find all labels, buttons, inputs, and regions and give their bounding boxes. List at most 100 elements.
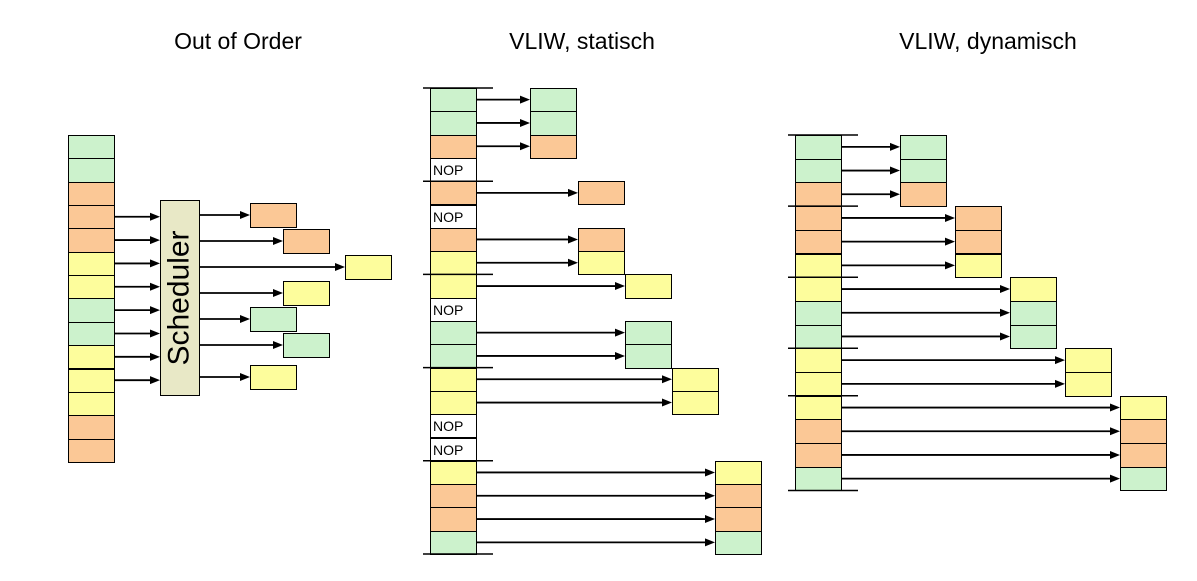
arrow-head [890,190,900,199]
scheduled-slot-box [625,321,672,346]
scheduled-slot-box [250,307,297,332]
instruction-box [430,344,477,369]
instruction-box [430,460,477,486]
scheduled-slot-box [715,484,762,509]
arrow-head [150,259,160,268]
arrow-head [945,237,955,246]
scheduled-slot-box [625,274,672,299]
instruction-box [68,368,115,393]
arrow-head [1110,450,1120,459]
instruction-box [430,181,477,206]
instruction-box [68,205,115,230]
nop-box: NOP [430,297,477,322]
instruction-box [795,277,842,302]
instruction-box [795,372,842,397]
scheduled-slot-box [1120,395,1167,421]
instruction-box [795,253,842,279]
instruction-box [68,345,115,370]
scheduled-slot-box [955,229,1002,255]
scheduled-slot-box [250,365,297,390]
scheduled-slot-box [715,460,762,486]
instruction-box [430,274,477,299]
arrow-head [615,351,625,360]
instruction-box [795,395,842,421]
scheduled-slot-box [715,530,762,555]
arrow-head [1110,427,1120,436]
arrow-head [150,376,160,385]
arrow-head [273,289,283,297]
instruction-box [68,275,115,300]
instruction-box [430,367,477,392]
instruction-box [430,227,477,253]
scheduled-slot-box [900,182,947,208]
instruction-box [795,300,842,326]
scheduled-slot-box [1010,324,1057,350]
scheduled-slot-box [283,333,330,358]
arrow-head [705,538,715,547]
scheduled-slot-box [578,251,625,276]
instruction-box [68,158,115,183]
arrow-head [568,258,578,267]
arrow-head [520,95,530,104]
arrow-head [890,166,900,175]
arrow-head [945,261,955,270]
instruction-box [430,507,477,532]
arrow-head [705,515,715,524]
arrow-head [273,341,283,349]
arrow-head [1110,403,1120,412]
arrow-head [150,236,160,245]
nop-box: NOP [430,437,477,462]
arrow-head [1000,308,1010,317]
arrow-head [240,211,250,219]
scheduled-slot-box [578,227,625,253]
arrow-head [150,329,160,338]
arrow-head [662,398,672,407]
scheduled-slot-box [283,229,330,254]
arrow-head [520,142,530,151]
arrow-head [705,468,715,477]
scheduler-box: Scheduler [160,200,200,396]
arrow-head [1000,332,1010,341]
scheduled-slot-box [1010,277,1057,302]
arrow-head [1055,356,1065,365]
instruction-box [430,321,477,346]
scheduled-slot-box [1065,348,1112,373]
instruction-box [68,298,115,323]
instruction-box [68,135,115,160]
instruction-box [430,390,477,416]
instruction-box [68,181,115,207]
instruction-box [68,438,115,463]
scheduled-slot-box [672,390,719,416]
panel-title-out-of-order: Out of Order [174,28,302,54]
arrow-head [150,282,160,291]
scheduled-slot-box [900,158,947,184]
instruction-box [795,443,842,468]
nop-box: NOP [430,157,477,183]
arrow-head [150,212,160,221]
instruction-box [795,324,842,350]
nop-box: NOP [430,204,477,229]
scheduled-slot-box [672,367,719,392]
scheduled-slot-box [955,206,1002,231]
arrow-head [662,375,672,384]
scheduled-slot-box [250,203,297,228]
scheduled-slot-box [530,111,577,136]
instruction-box [430,530,477,555]
scheduled-slot-box [625,344,672,369]
instruction-box [430,111,477,136]
arrow-head [150,352,160,361]
scheduled-slot-box [530,134,577,159]
scheduled-slot-box [578,181,625,206]
instruction-box [795,419,842,445]
instruction-box [68,321,115,347]
instruction-box [68,228,115,253]
scheduled-slot-box [900,135,947,160]
arrow-head [1055,379,1065,388]
instruction-box [430,134,477,159]
instruction-box [430,88,477,113]
scheduled-slot-box [1120,466,1167,492]
instruction-box [795,466,842,492]
panel-title-vliw-static: VLIW, statisch [509,28,655,54]
instruction-box [795,135,842,160]
arrow-head [335,263,345,271]
